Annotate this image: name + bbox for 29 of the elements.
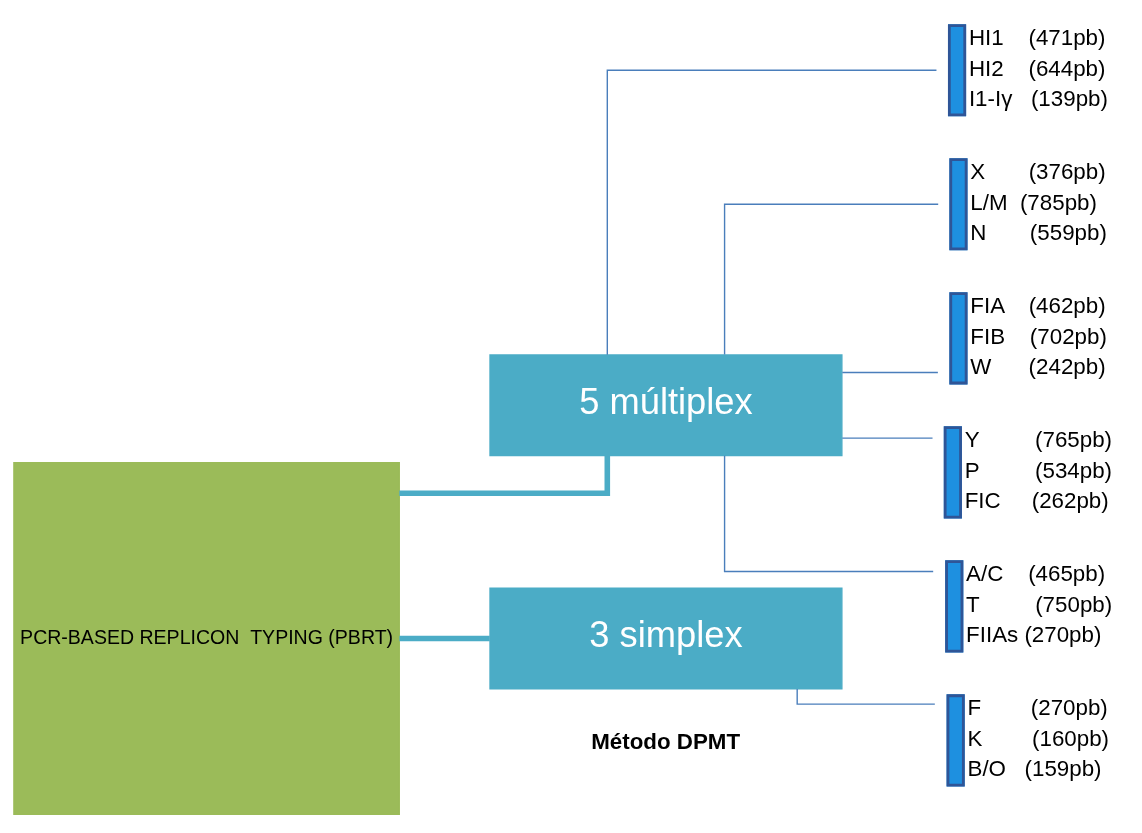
- node-label: T (750pb): [966, 591, 1113, 617]
- node-box: PCR-BASED REPLICON TYPING (PBRT): [13, 461, 400, 816]
- node-label: X (376pb): [970, 158, 1106, 184]
- node-label: I1-Iγ (139pb): [968, 86, 1108, 112]
- node-label: F (270pb): [967, 695, 1108, 721]
- node-label: K (160pb): [967, 725, 1109, 751]
- node-label: P (534pb): [964, 457, 1113, 483]
- node-label: FIIAs (270pb): [966, 622, 1102, 648]
- connector: [841, 437, 934, 439]
- connector: [841, 371, 939, 374]
- node-label: FIA (462pb): [970, 292, 1106, 318]
- node-box: 5 múltiplex: [489, 354, 843, 457]
- node-box: 3 simplex: [489, 587, 843, 690]
- connector: [723, 203, 939, 356]
- node-label: N (559pb): [970, 220, 1107, 246]
- connector: [399, 635, 490, 642]
- node-label: W (242pb): [970, 354, 1106, 380]
- connector: [606, 69, 938, 356]
- node-label: FIB (702pb): [970, 323, 1107, 349]
- node-label: A/C (465pb): [966, 560, 1106, 586]
- connector: [399, 456, 611, 497]
- node-label: L/M (785pb): [970, 189, 1097, 215]
- node-label: Y (765pb): [964, 426, 1113, 452]
- label: Método DPMT: [591, 728, 741, 754]
- node-label: B/O (159pb): [967, 756, 1102, 782]
- node-label: HI1 (471pb): [968, 24, 1106, 50]
- node-label: HI2 (644pb): [968, 55, 1106, 81]
- node-label: FIC (262pb): [964, 488, 1109, 514]
- connector: [723, 454, 934, 573]
